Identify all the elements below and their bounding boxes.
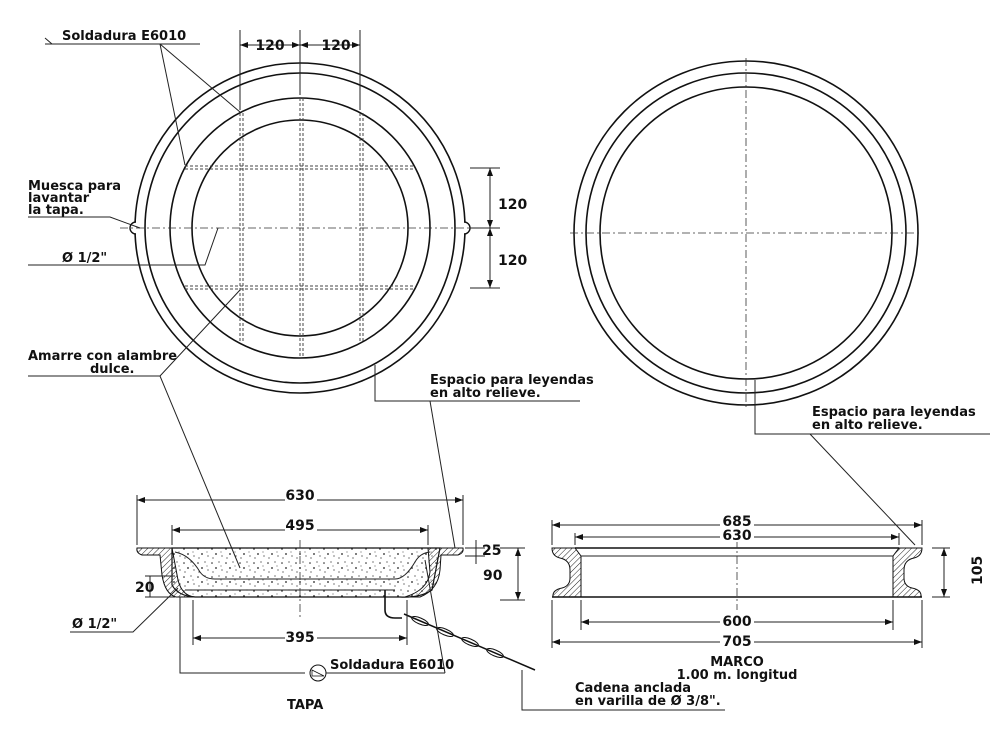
label-notch-2: lavantar xyxy=(28,191,90,206)
dim-marco-height: 105 xyxy=(970,556,986,585)
dim-marco-top-outer: 685 xyxy=(722,514,751,530)
label-chain-1: Cadena anclada xyxy=(575,681,691,696)
dim-tapa-lip: 25 xyxy=(482,543,501,559)
marco-subtitle: 1.00 m. longitud xyxy=(677,668,798,683)
label-legend-tapa-1: Espacio para leyendas xyxy=(430,373,594,388)
label-legend-tapa-2: en alto relieve. xyxy=(430,386,541,401)
dim-spacing-h1: 120 xyxy=(255,38,284,54)
dim-tapa-overall: 630 xyxy=(285,488,314,504)
dim-spacing-v1: 120 xyxy=(498,197,527,213)
dim-rebar-cover: 20 xyxy=(135,580,155,596)
tapa-title: TAPA xyxy=(287,698,323,713)
dim-tapa-top-inner: 495 xyxy=(285,518,314,534)
dim-marco-overall: 705 xyxy=(722,634,751,650)
label-legend-marco-2: en alto relieve. xyxy=(812,418,923,433)
marco-title: MARCO xyxy=(710,655,764,670)
dim-spacing-v2: 120 xyxy=(498,253,527,269)
label-notch-3: la tapa. xyxy=(28,203,84,218)
dim-marco-top-inner: 630 xyxy=(722,528,751,544)
dim-tapa-bottom: 395 xyxy=(285,630,314,646)
label-chain-2: en varilla de Ø 3/8". xyxy=(575,694,721,709)
label-legend-marco-1: Espacio para leyendas xyxy=(812,405,976,420)
chain-icon xyxy=(403,613,536,671)
label-weld-top: Soldadura E6010 xyxy=(62,29,186,44)
label-rebar-plan: Ø 1/2" xyxy=(62,251,107,266)
tapa-section-view: 630 495 395 25 90 20 Ø 1/2" Soldadura E6… xyxy=(70,488,725,713)
label-weld-section: Soldadura E6010 xyxy=(330,658,454,673)
label-rebar-section: Ø 1/2" xyxy=(72,617,117,632)
label-tie-2: dulce. xyxy=(90,362,134,377)
label-notch-1: Muesca para xyxy=(28,179,121,194)
dim-marco-inner: 600 xyxy=(722,614,751,630)
tapa-plan-view: 120 120 120 120 Soldadura E6010 Muesca p… xyxy=(28,29,594,569)
dim-tapa-height: 90 xyxy=(483,568,503,584)
marco-section-view: 685 630 600 705 105 MARCO 1.00 m. longit… xyxy=(551,514,986,683)
label-tie-1: Amarre con alambre xyxy=(28,349,177,364)
dim-spacing-h2: 120 xyxy=(321,38,350,54)
marco-plan-view: Espacio para leyendas en alto relieve. xyxy=(570,58,990,546)
